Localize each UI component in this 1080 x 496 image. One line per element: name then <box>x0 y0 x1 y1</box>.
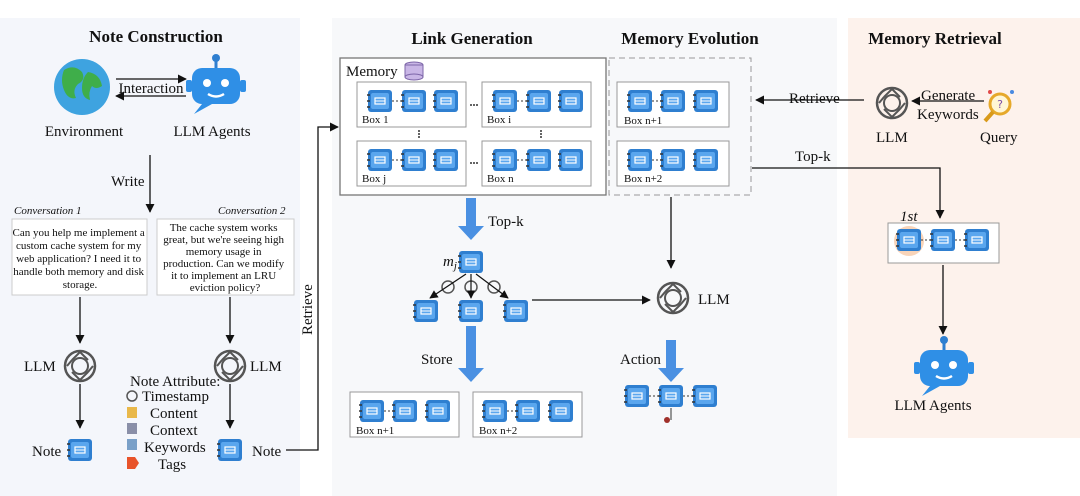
conversation-1-box <box>11 218 148 296</box>
note-attribute-title: Note Attribute: <box>130 374 220 390</box>
store-box-label-n1: Box n+1 <box>356 425 394 437</box>
attr-context: Context <box>150 423 198 439</box>
memory-box-label-n: Box n <box>487 173 514 185</box>
conversation-1-text: Can you help me implement a custom cache… <box>12 227 147 291</box>
environment-label: Environment <box>45 124 124 140</box>
memory-label: Memory <box>346 64 398 80</box>
memory-box-label-i: Box i <box>487 114 511 126</box>
title-memory-evolution: Memory Evolution <box>621 29 759 48</box>
retrieved-notes <box>895 228 990 252</box>
retrieval-llm-label: LLM <box>876 130 908 146</box>
ellipsis-dots <box>418 104 542 164</box>
action-blue-arrow <box>658 340 684 382</box>
attr-content: Content <box>150 406 198 422</box>
svg-text:?: ? <box>997 98 1003 111</box>
store-label: Store <box>421 352 453 368</box>
title-link-generation: Link Generation <box>411 29 533 48</box>
memory-box-label-j: Box j <box>362 173 386 185</box>
store-box-notes <box>358 399 574 423</box>
note-label: Note <box>32 444 62 460</box>
mj-link-arrow <box>429 273 467 299</box>
generate-label: Generate <box>921 88 975 104</box>
linked-note-icon <box>457 299 484 323</box>
memory-box-label-1: Box 1 <box>362 114 389 126</box>
mj-link-arrow <box>475 273 509 299</box>
store-box-label-n2: Box n+2 <box>479 425 517 437</box>
query-label: Query <box>980 130 1018 146</box>
conversation-2-title: Conversation 2 <box>218 205 286 217</box>
keywords-icon <box>127 439 137 450</box>
note-icon <box>66 438 93 462</box>
context-icon <box>127 423 137 434</box>
first-label: 1st <box>900 209 918 225</box>
evolved-notes <box>623 384 718 423</box>
retrieval-llm-agents-label: LLM Agents <box>894 398 971 414</box>
write-label: Write <box>111 174 145 190</box>
retrieve-label-vertical: Retrieve <box>300 284 316 335</box>
title-note-construction: Note Construction <box>89 27 223 46</box>
mj-label: mj <box>443 254 457 272</box>
tags-icon <box>127 457 139 469</box>
query-magnifier-icon: ? <box>983 90 1014 123</box>
conversation-2-box <box>156 218 295 296</box>
database-icon <box>404 61 424 81</box>
store-blue-arrow <box>458 326 484 382</box>
conversation-2-text: The cache system works great, but we're … <box>163 222 287 294</box>
linked-note-icon <box>502 299 529 323</box>
memory-box-notes <box>366 89 584 172</box>
evolution-box-notes <box>626 89 719 172</box>
llm-label: LLM <box>24 359 56 375</box>
topk-blue-arrow <box>458 198 484 240</box>
mj-note-icon <box>457 250 484 274</box>
llm-agents-label: LLM Agents <box>173 124 250 140</box>
attr-keywords: Keywords <box>144 440 206 456</box>
note-icon <box>216 438 243 462</box>
evolution-llm-label: LLM <box>698 292 730 308</box>
retrieve-label: Retrieve <box>789 91 840 107</box>
retrieval-topk-label: Top-k <box>795 149 831 165</box>
linked-note-icon <box>412 299 439 323</box>
attr-timestamp: Timestamp <box>142 389 209 405</box>
conversation-1-title: Conversation 1 <box>14 205 82 217</box>
evolution-box-label-n1: Box n+1 <box>624 115 662 127</box>
action-label: Action <box>620 352 661 368</box>
timestamp-icon <box>126 390 138 402</box>
topk-label: Top-k <box>488 214 524 230</box>
globe-icon <box>54 59 110 115</box>
keywords-label: Keywords <box>917 107 979 123</box>
interaction-label: Interaction <box>119 81 184 97</box>
evolution-box-label-n2: Box n+2 <box>624 173 662 185</box>
llm-label: LLM <box>250 359 282 375</box>
content-icon <box>127 407 137 418</box>
note-label: Note <box>252 444 282 460</box>
note-retrieve-arrow <box>286 122 339 451</box>
attr-tags: Tags <box>158 457 186 473</box>
evolution-dashed-container <box>608 57 752 196</box>
retrieval-topk-arrow <box>752 167 945 219</box>
title-memory-retrieval: Memory Retrieval <box>868 29 1002 48</box>
